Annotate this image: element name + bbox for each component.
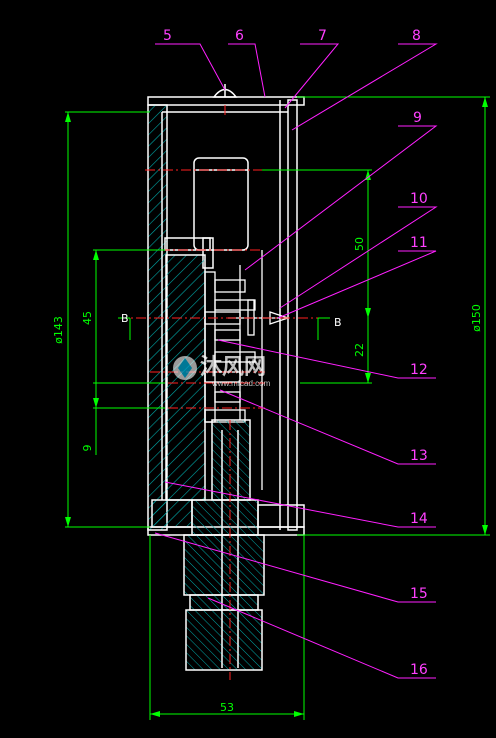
dimension-arrows <box>65 97 488 717</box>
section-mark-texts: B B <box>121 312 342 329</box>
balloon-labels: 5 6 7 8 9 10 11 12 13 14 15 16 <box>163 28 428 678</box>
centerlines <box>118 105 330 680</box>
motor-body <box>193 157 249 251</box>
balloon-11: 11 <box>410 235 428 251</box>
watermark: 沐风网 www.mfcad.com <box>173 354 271 388</box>
dim-overall-height: ø150 <box>470 304 483 332</box>
dim-22: 22 <box>353 343 366 357</box>
balloon-7: 7 <box>318 28 327 44</box>
connector-stem <box>183 419 265 671</box>
screw-knob <box>212 84 238 98</box>
balloon-13: 13 <box>410 448 428 464</box>
watermark-text: 沐风网 <box>200 354 266 379</box>
balloon-8: 8 <box>412 28 421 44</box>
balloon-12: 12 <box>410 362 428 378</box>
leader-lines <box>154 43 438 679</box>
dim-9: 9 <box>81 445 94 452</box>
dim-45: 45 <box>81 311 94 325</box>
dim-width: 53 <box>220 701 234 714</box>
section-mark-right: B <box>334 316 342 329</box>
balloon-6: 6 <box>235 28 244 44</box>
dimension-texts: ø143 45 9 ø150 50 22 53 <box>52 237 483 714</box>
balloon-16: 16 <box>410 662 428 678</box>
watermark-url: www.mfcad.com <box>211 379 271 388</box>
section-mark-left: B <box>121 312 129 325</box>
balloon-10: 10 <box>410 191 428 207</box>
dimension-lines <box>65 96 490 720</box>
dim-50: 50 <box>353 237 366 251</box>
dim-inner-height: ø143 <box>52 316 65 344</box>
balloon-14: 14 <box>410 511 428 527</box>
balloon-5: 5 <box>163 28 172 44</box>
balloon-15: 15 <box>410 586 428 602</box>
balloon-9: 9 <box>413 110 422 126</box>
